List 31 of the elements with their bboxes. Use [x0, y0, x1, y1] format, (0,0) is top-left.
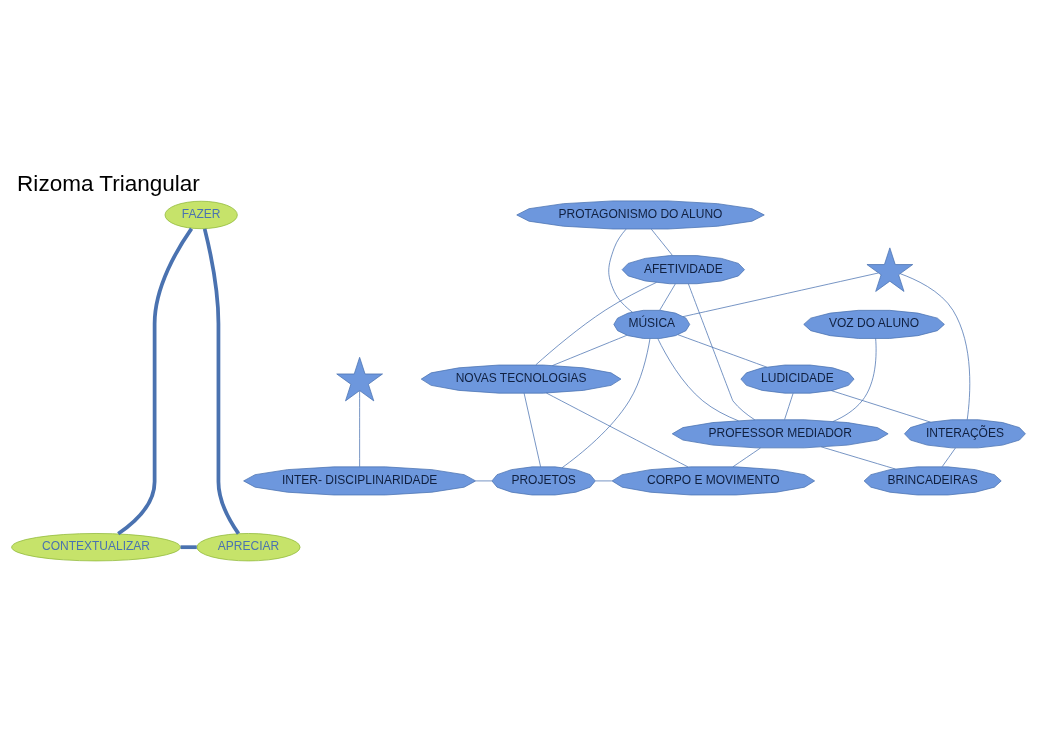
connector: [784, 392, 794, 420]
connector: [552, 334, 628, 366]
connector: [202, 228, 241, 535]
connector: [523, 392, 541, 468]
connector: [832, 338, 877, 422]
connector: [561, 338, 651, 469]
node-ellipse: CONTEXTUALIZAR: [11, 533, 181, 562]
node-star: [336, 356, 383, 402]
connector: [117, 227, 194, 536]
node-ellipse: APRECIAR: [196, 533, 301, 562]
connector: [535, 282, 657, 366]
connector: [359, 390, 360, 468]
connector: [659, 283, 676, 311]
connector: [688, 283, 756, 421]
node-ellipse: FAZER: [164, 200, 238, 230]
connector: [180, 545, 197, 550]
connector: [545, 392, 689, 468]
connector: [475, 480, 493, 482]
connector: [657, 338, 739, 422]
connector: [831, 390, 931, 423]
connector: [941, 447, 956, 468]
connector: [677, 334, 768, 368]
connector: [820, 446, 896, 470]
connector: [682, 272, 879, 318]
diagram-title: Rizoma Triangular: [17, 171, 200, 197]
node-star: [866, 247, 914, 292]
connector: [732, 447, 761, 468]
connector: [650, 228, 673, 256]
connector: [608, 228, 633, 313]
connector: [594, 480, 613, 482]
connector: [899, 273, 971, 421]
